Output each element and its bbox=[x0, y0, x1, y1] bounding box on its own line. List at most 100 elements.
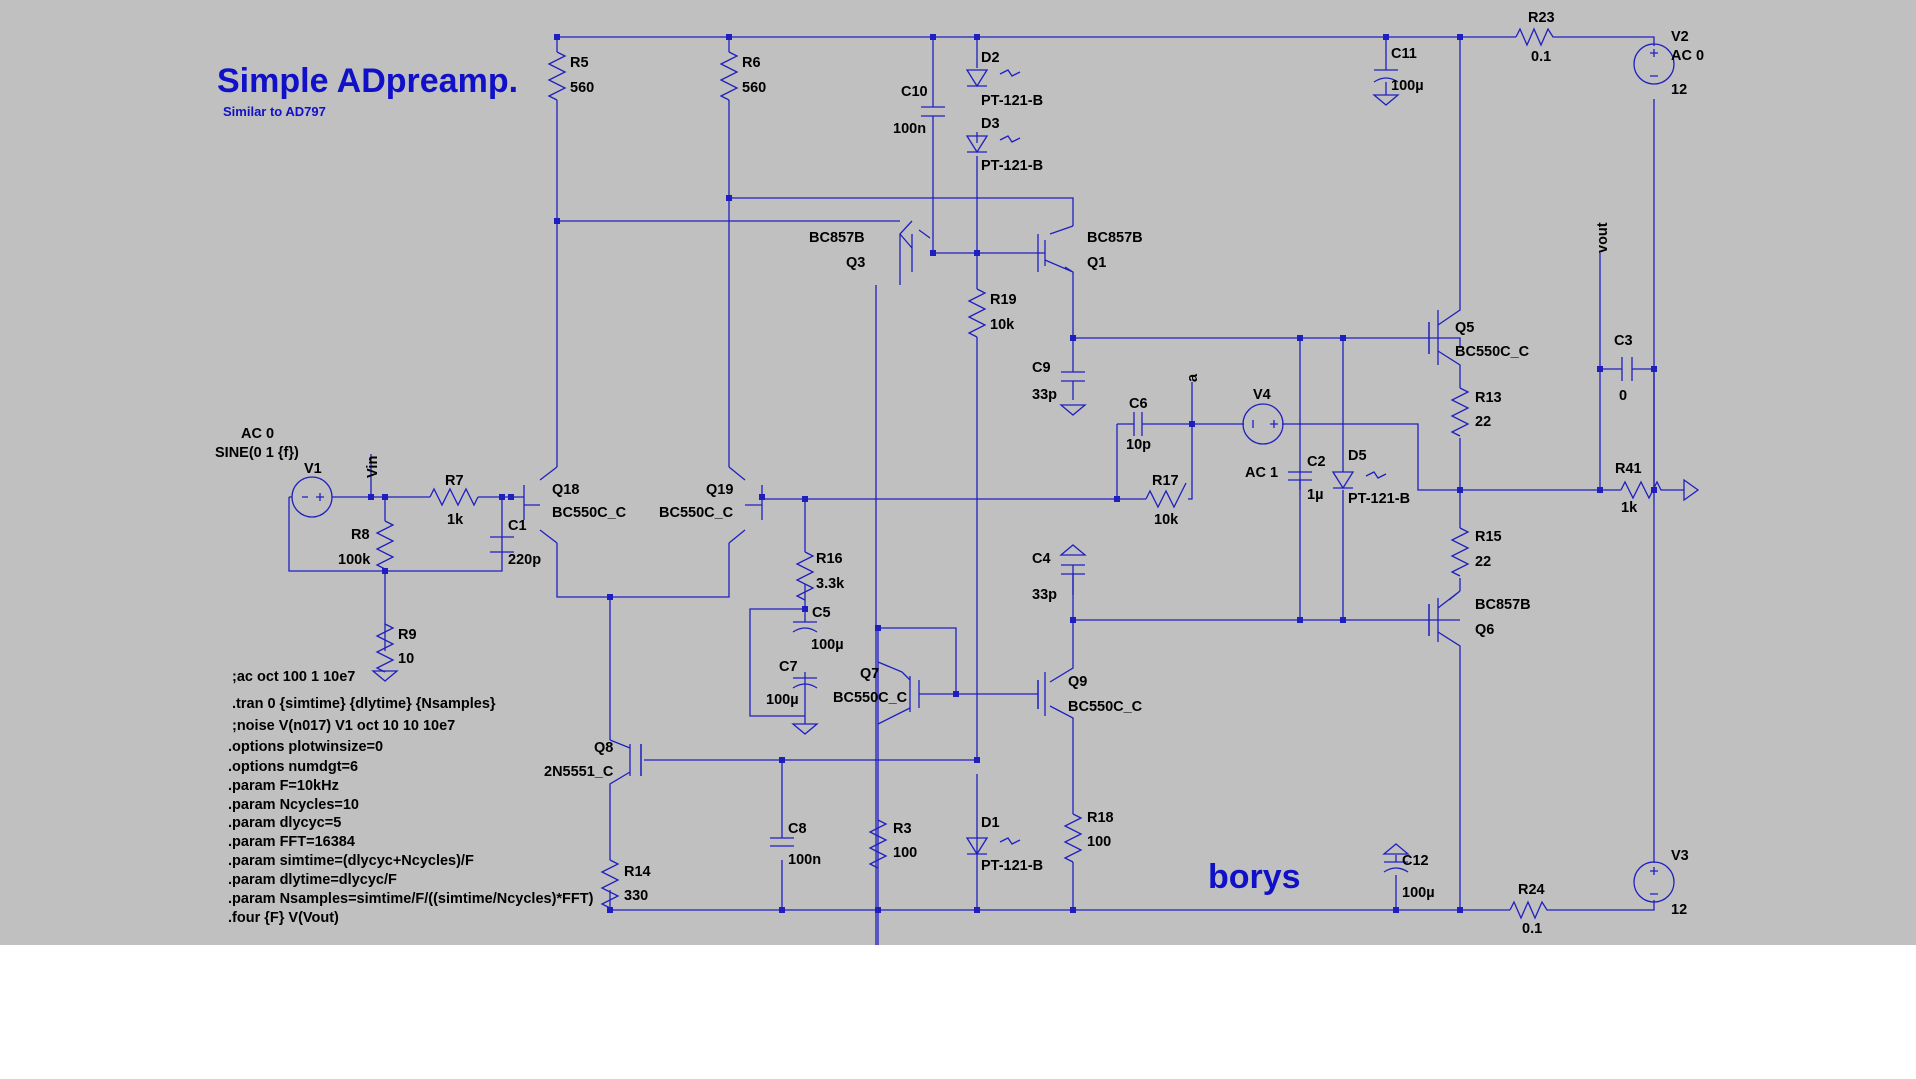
label-r5: R5 bbox=[570, 55, 589, 71]
value-q1: BC857B bbox=[1087, 230, 1143, 246]
capacitor-c12-symbol bbox=[1383, 861, 1409, 873]
capacitor-c2-symbol bbox=[1288, 471, 1312, 490]
label-r24: R24 bbox=[1518, 882, 1545, 898]
value-c12: 100µ bbox=[1402, 885, 1435, 901]
diode-d1-symbol bbox=[965, 837, 1021, 856]
capacitor-c3-symbol bbox=[1621, 357, 1633, 381]
value-c6: 10p bbox=[1126, 437, 1151, 453]
label-d1: D1 bbox=[981, 815, 1000, 831]
ground-symbols bbox=[371, 94, 1410, 855]
value-v2: 12 bbox=[1671, 82, 1687, 98]
value-q3: BC857B bbox=[809, 230, 865, 246]
label-q6: Q6 bbox=[1475, 622, 1494, 638]
label-v4: V4 bbox=[1253, 387, 1271, 403]
value-d1: PT-121-B bbox=[981, 858, 1043, 874]
schematic-subtitle: Similar to AD797 bbox=[223, 104, 326, 119]
ground-icon bbox=[791, 723, 819, 735]
label-r3: R3 bbox=[893, 821, 912, 837]
diode-symbols bbox=[965, 69, 1387, 856]
net-label-vout: vout bbox=[1595, 222, 1611, 253]
label-c7: C7 bbox=[779, 659, 798, 675]
value-c5: 100µ bbox=[811, 637, 844, 653]
directive-line: .four {F} V(Vout) bbox=[228, 910, 339, 926]
schematic-canvas: Simple ADpreamp. Similar to AD797 borys bbox=[215, 10, 1704, 1000]
ground-icon bbox=[1382, 843, 1410, 855]
value-r18: 100 bbox=[1087, 834, 1111, 850]
resistor-r9-symbol bbox=[375, 623, 395, 673]
label-d3: D3 bbox=[981, 116, 1000, 132]
capacitor-c7-symbol bbox=[792, 677, 818, 689]
label-c1: C1 bbox=[508, 518, 527, 534]
ac-v1: AC 0 bbox=[241, 426, 274, 442]
label-d2: D2 bbox=[981, 50, 1000, 66]
value-r9: 10 bbox=[398, 651, 414, 667]
value-r15: 22 bbox=[1475, 554, 1491, 570]
diode-d2-symbol bbox=[965, 69, 1021, 88]
directive-line: .param dlytime=dlycyc/F bbox=[228, 872, 397, 888]
resistor-r14-symbol bbox=[600, 859, 620, 909]
label-v3: V3 bbox=[1671, 848, 1689, 864]
label-d5: D5 bbox=[1348, 448, 1367, 464]
resistor-r23-symbol bbox=[1515, 27, 1558, 47]
label-r17: R17 bbox=[1152, 473, 1179, 489]
resistor-r18-symbol bbox=[1063, 813, 1083, 863]
transistor-q1-symbol bbox=[1037, 234, 1046, 272]
transistor-q8-symbol bbox=[629, 744, 642, 776]
net-label-vin: Vin bbox=[365, 456, 381, 478]
label-c10: C10 bbox=[901, 84, 928, 100]
label-r7: R7 bbox=[445, 473, 464, 489]
author-label: borys bbox=[1208, 858, 1301, 896]
output-flag-icon bbox=[1683, 478, 1700, 502]
value-r16: 3.3k bbox=[816, 576, 845, 592]
value-d3: PT-121-B bbox=[981, 158, 1043, 174]
directive-line: .param FFT=16384 bbox=[228, 834, 355, 850]
label-r41: R41 bbox=[1615, 461, 1642, 477]
directive-line: ;noise V(n017) V1 oct 10 10 10e7 bbox=[232, 718, 455, 734]
resistor-r16-symbol bbox=[795, 551, 815, 601]
label-r9: R9 bbox=[398, 627, 417, 643]
ground-icon bbox=[1372, 94, 1400, 106]
spice-directives: ;ac oct 100 1 10e7 .tran 0 {simtime} {dl… bbox=[228, 669, 594, 926]
label-q9: Q9 bbox=[1068, 674, 1087, 690]
resistor-r8-symbol bbox=[375, 520, 395, 570]
capacitor-c10-symbol bbox=[921, 106, 945, 117]
resistor-r24-symbol bbox=[1509, 900, 1552, 920]
label-q1: Q1 bbox=[1087, 255, 1106, 271]
value-c3: 0 bbox=[1619, 388, 1627, 404]
ground-icon bbox=[1059, 544, 1087, 556]
value-r6: 560 bbox=[742, 80, 766, 96]
label-v2: V2 bbox=[1671, 29, 1689, 45]
value-q9: BC550C_C bbox=[1068, 699, 1143, 715]
schematic-sheet: Simple ADpreamp. Similar to AD797 borys bbox=[0, 0, 1916, 1000]
directive-line: .param Nsamples=simtime/F/((simtime/Ncyc… bbox=[228, 891, 594, 907]
label-c9: C9 bbox=[1032, 360, 1051, 376]
label-q5: Q5 bbox=[1455, 320, 1474, 336]
transistor-symbols bbox=[629, 233, 1439, 776]
directive-line: .tran 0 {simtime} {dlytime} {Nsamples} bbox=[232, 696, 496, 712]
source-v3-symbol bbox=[1633, 861, 1675, 903]
label-r18: R18 bbox=[1087, 810, 1114, 826]
resistor-symbols bbox=[375, 27, 1669, 920]
value-d2: PT-121-B bbox=[981, 93, 1043, 109]
resistor-r7-symbol bbox=[429, 487, 479, 507]
resistor-r41-symbol bbox=[1620, 480, 1669, 500]
label-c11: C11 bbox=[1391, 46, 1417, 62]
resistor-r3-symbol bbox=[868, 819, 888, 869]
label-r15: R15 bbox=[1475, 529, 1502, 545]
value-c8: 100n bbox=[788, 852, 821, 868]
capacitor-c9-symbol bbox=[1061, 371, 1085, 400]
label-r19: R19 bbox=[990, 292, 1017, 308]
label-r14: R14 bbox=[624, 864, 651, 880]
label-c8: C8 bbox=[788, 821, 807, 837]
value-c10: 100n bbox=[893, 121, 926, 137]
transistor-q5-symbol bbox=[1428, 310, 1439, 365]
value-r41: 1k bbox=[1621, 500, 1638, 516]
value-r23: 0.1 bbox=[1531, 49, 1551, 65]
capacitor-c6-symbol bbox=[1133, 412, 1143, 436]
ground-icon bbox=[371, 670, 399, 682]
capacitor-c1-symbol bbox=[490, 536, 514, 553]
value-q5: BC550C_C bbox=[1455, 344, 1530, 360]
resistor-r6-symbol bbox=[719, 51, 739, 101]
resistor-r5-symbol bbox=[547, 51, 567, 101]
capacitor-symbols bbox=[490, 69, 1633, 873]
